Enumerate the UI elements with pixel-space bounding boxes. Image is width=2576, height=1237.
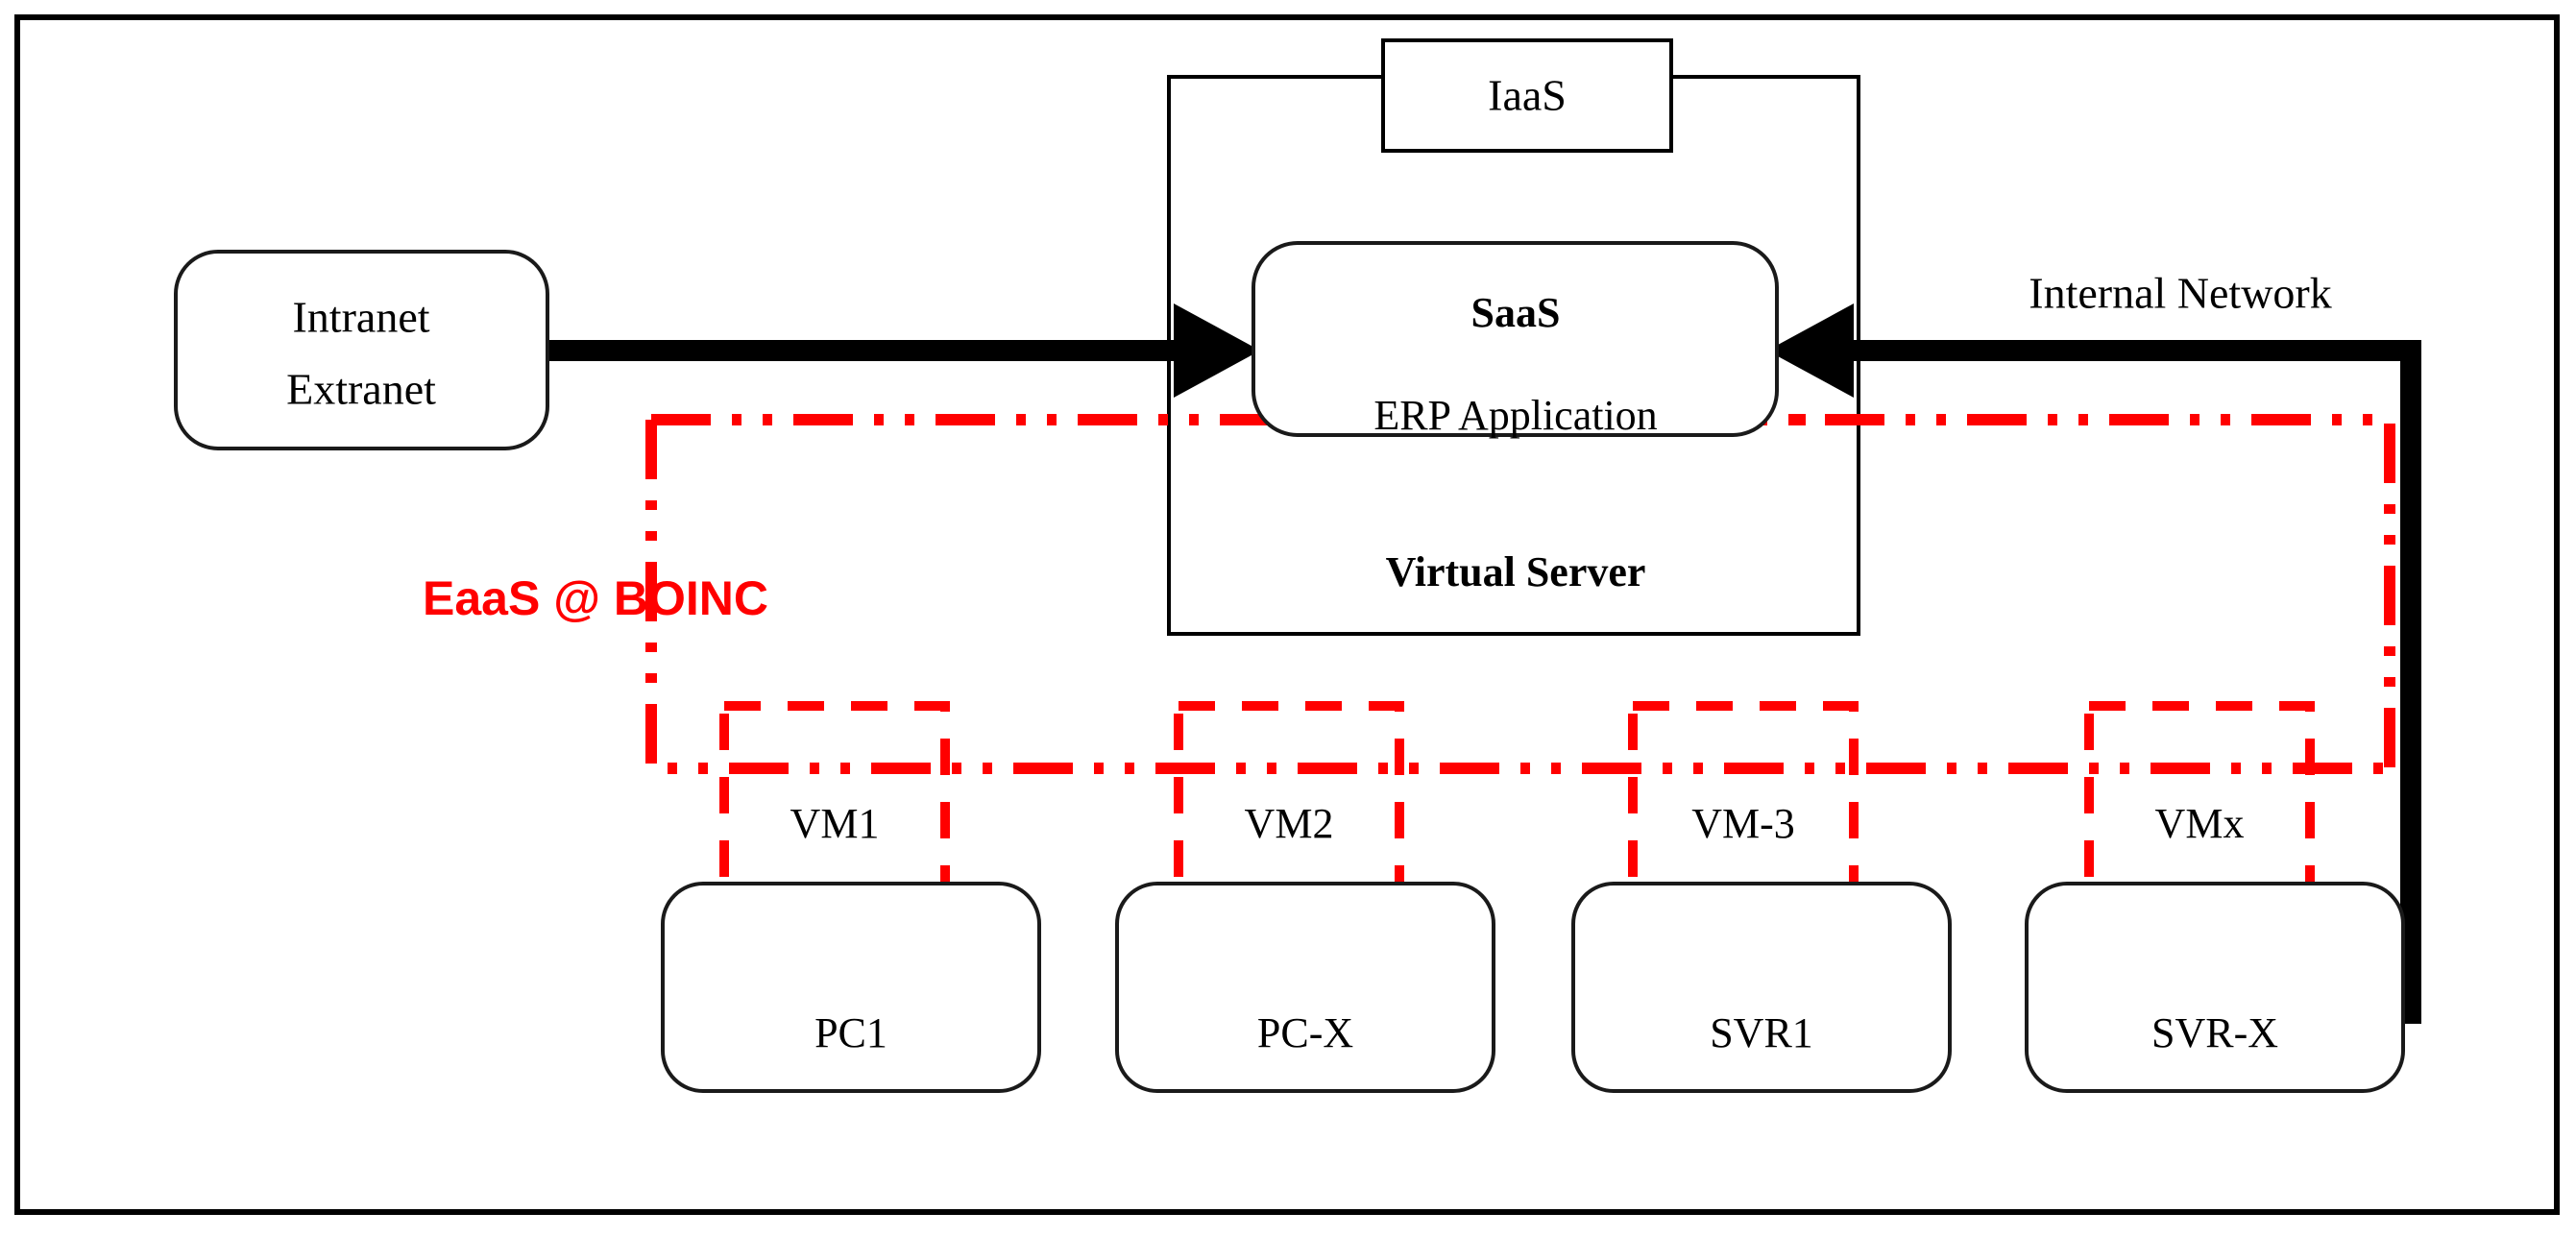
- arrowhead-left-icon: [1767, 303, 1854, 398]
- eaas-path-top-right: [1825, 414, 2395, 768]
- iaas-label: IaaS: [1488, 71, 1567, 120]
- saas-label: SaaS: [1471, 289, 1561, 336]
- host-box-4[interactable]: [2025, 882, 2405, 1093]
- host-box-3[interactable]: [1571, 882, 1952, 1093]
- iaas-box[interactable]: [1381, 38, 1673, 153]
- extranet-label: Extranet: [286, 365, 436, 414]
- host-label-1: PC1: [814, 1009, 887, 1056]
- vm-label-2: VM2: [1245, 800, 1334, 847]
- arrowhead-right-icon: [1174, 303, 1260, 398]
- erp-application-label: ERP Application: [1373, 392, 1657, 439]
- vm-label-4: VMx: [2155, 800, 2245, 847]
- intranet-label: Intranet: [292, 293, 429, 342]
- host-label-3: SVR1: [1710, 1009, 1813, 1056]
- saas-box[interactable]: [1252, 241, 1779, 437]
- host-label-2: PC-X: [1257, 1009, 1353, 1056]
- eaas-boinc-label: EaaS @ BOINC: [423, 571, 768, 625]
- internal-network-label: Internal Network: [2029, 269, 2332, 318]
- host-label-4: SVR-X: [2151, 1009, 2278, 1056]
- vm-label-3: VM-3: [1691, 800, 1795, 847]
- eaas-path-bottom-rail: [645, 420, 2390, 774]
- intranet-extranet-box[interactable]: [174, 250, 549, 450]
- host-box-1[interactable]: [661, 882, 1041, 1093]
- virtual-server-label: Virtual Server: [1386, 548, 1646, 595]
- host-box-2[interactable]: [1115, 882, 1495, 1093]
- vm-label-1: VM1: [790, 800, 880, 847]
- outer-frame: [14, 14, 2560, 1215]
